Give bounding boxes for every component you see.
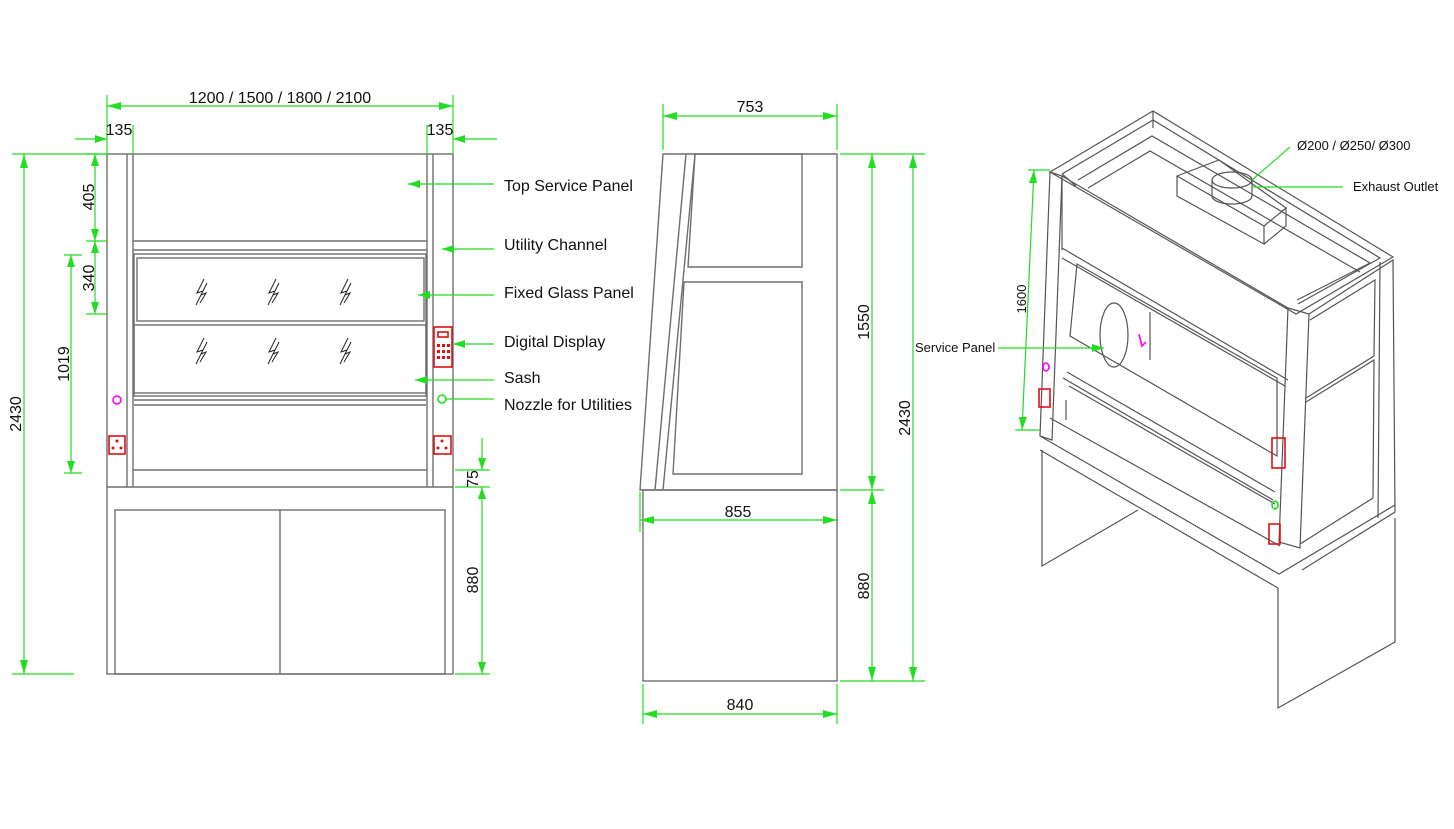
dim-base-height-text: 880 — [465, 567, 482, 594]
power-socket-icon — [433, 435, 452, 455]
glass-mark — [267, 278, 280, 306]
dim-upper-height-text: 1550 — [856, 304, 873, 340]
side-upper-outline — [639, 153, 838, 491]
gas-valve-icon — [1042, 362, 1050, 372]
dim-top-depth — [662, 104, 838, 150]
dim-side-base-height — [868, 490, 876, 681]
glass-mark — [195, 337, 208, 365]
dim-top-panel-text: 405 — [81, 184, 98, 211]
dim-width-text: 1200 / 1500 / 1800 / 2100 — [189, 90, 371, 107]
side-front-post — [662, 153, 696, 491]
power-socket-icon — [1038, 388, 1051, 408]
glass-marks — [195, 278, 352, 365]
label-service-panel: Service Panel — [915, 340, 995, 355]
utility-nozzle-icon — [1271, 500, 1279, 510]
label-sash: Sash — [504, 370, 540, 387]
power-socket-icon — [108, 435, 126, 455]
utility-nozzle-icon — [437, 394, 447, 404]
iso-exhaust-box — [1175, 159, 1287, 246]
dim-right-column-text: 135 — [427, 122, 454, 139]
label-top-service-panel: Top Service Panel — [504, 178, 633, 195]
glass-mark — [195, 278, 208, 306]
side-front-post-inner — [654, 153, 687, 491]
digital-display-icon — [1271, 437, 1286, 469]
dim-upper-height — [840, 153, 925, 491]
dim-sash-opening — [64, 254, 82, 474]
iso-leaders — [998, 146, 1343, 352]
dim-base-depth — [642, 684, 838, 724]
dim-sash-opening-text: 1019 — [56, 346, 73, 382]
dim-glass-panel-text: 340 — [81, 265, 98, 292]
dim-bottom-gap — [455, 438, 490, 488]
glass-mark — [267, 337, 280, 365]
dim-bottom-gap-text: 75 — [465, 470, 482, 488]
dim-right-column — [426, 125, 497, 154]
side-view: 753 1550 2430 880 855 — [639, 99, 925, 724]
iso-left-post — [1039, 171, 1063, 441]
dim-body-depth — [639, 492, 837, 532]
dim-side-total-height — [840, 154, 925, 682]
side-base — [642, 489, 838, 682]
label-fixed-glass-panel: Fixed Glass Panel — [504, 285, 634, 302]
dim-left-column-text: 135 — [106, 122, 133, 139]
glass-mark — [339, 278, 352, 306]
side-top-panel — [687, 153, 803, 268]
dim-top-panel — [86, 153, 107, 242]
iso-upper-front — [1061, 175, 1289, 387]
side-lower-panel — [672, 281, 803, 475]
gas-valve-icon — [112, 395, 122, 405]
iso-top-frame — [1048, 110, 1395, 315]
label-utility-channel: Utility Channel — [504, 237, 607, 254]
fixed-glass-panel — [136, 257, 425, 322]
dim-iso-height — [1015, 169, 1050, 431]
callout-leaders — [408, 180, 494, 400]
iso-base — [1039, 400, 1396, 710]
sash-glass — [133, 324, 427, 394]
label-exhaust-outlet: Exhaust Outlet — [1353, 179, 1439, 194]
dim-left-column — [75, 125, 134, 154]
front-view: 1200 / 1500 / 1800 / 2100 135 135 2430 — [8, 90, 634, 675]
power-socket-icon — [1268, 523, 1281, 545]
dim-iso-height-text: 1600 — [1014, 285, 1029, 314]
dim-base-height — [455, 487, 490, 675]
digital-display-icon — [433, 326, 453, 368]
dim-width — [106, 95, 454, 154]
glass-mark — [339, 337, 352, 365]
dim-total-height-text: 2430 — [8, 396, 25, 432]
iso-view: 1600 Ø200 / Ø250/ Ø300 Exhaust Outlet Se… — [915, 110, 1439, 710]
dim-base-depth-text: 840 — [727, 697, 754, 714]
dim-glass-panel — [86, 241, 107, 315]
iso-sash — [1062, 263, 1278, 505]
label-digital-display: Digital Display — [504, 334, 605, 351]
dim-body-depth-text: 855 — [725, 504, 752, 521]
dim-side-total-height-text: 2430 — [897, 400, 914, 436]
gas-valve-handle-icon — [1138, 333, 1147, 348]
dim-side-base-height-text: 880 — [856, 573, 873, 600]
dim-top-depth-text: 753 — [737, 99, 764, 116]
label-nozzle: Nozzle for Utilities — [504, 397, 632, 414]
label-outlet-sizes: Ø200 / Ø250/ Ø300 — [1297, 138, 1410, 153]
iso-right-side — [1278, 258, 1396, 571]
